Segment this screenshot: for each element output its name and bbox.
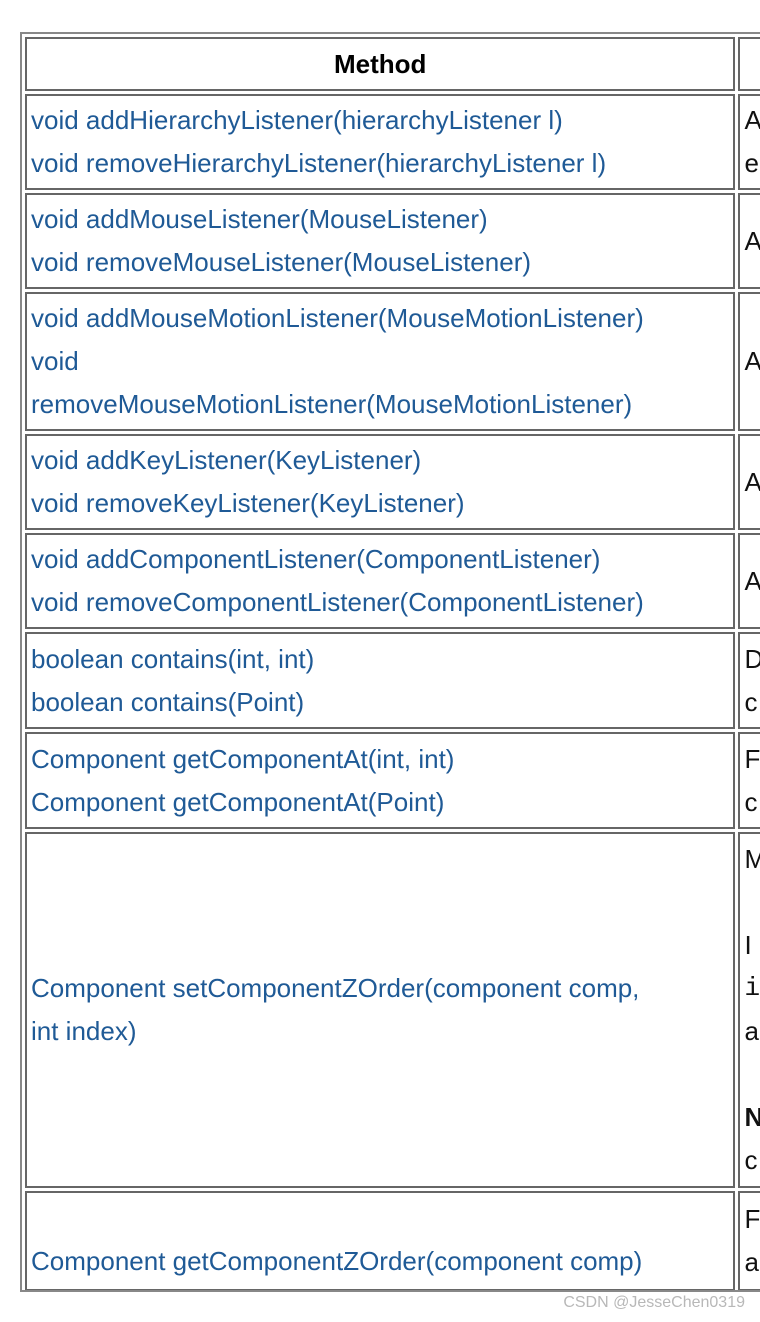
table-row: boolean contains(int, int) boolean conta… bbox=[25, 632, 760, 729]
purpose-text: A bbox=[744, 340, 760, 383]
purpose-cell: F a bbox=[738, 1191, 760, 1290]
method-signature: void addComponentListener(ComponentListe… bbox=[31, 544, 601, 574]
purpose-text: D bbox=[744, 638, 760, 681]
method-signature: void removeMouseListener(MouseListener) bbox=[31, 247, 532, 277]
method-signature: void addMouseMotionListener(MouseMotionL… bbox=[31, 303, 644, 333]
method-signature: removeMouseMotionListener(MouseMotionLis… bbox=[31, 389, 633, 419]
table-row: Component getComponentAt(int, int) Compo… bbox=[25, 732, 760, 829]
purpose-text: A bbox=[744, 99, 760, 142]
table-header-row: Method bbox=[25, 37, 760, 91]
purpose-text: M bbox=[744, 838, 760, 881]
method-signature: Component setComponentZOrder(component c… bbox=[31, 973, 640, 1003]
table-row: void addKeyListener(KeyListener) void re… bbox=[25, 434, 760, 530]
purpose-cell: A e bbox=[738, 94, 760, 190]
purpose-cell: A bbox=[738, 434, 760, 530]
table-row: void addMouseMotionListener(MouseMotionL… bbox=[25, 292, 760, 431]
method-cell-hierarchy-listener: void addHierarchyListener(hierarchyListe… bbox=[25, 94, 736, 190]
purpose-text bbox=[744, 881, 760, 924]
purpose-text: I bbox=[744, 930, 752, 960]
purpose-text: F bbox=[744, 1204, 760, 1234]
purpose-text: A bbox=[744, 461, 760, 504]
method-signature: void removeComponentListener(ComponentLi… bbox=[31, 587, 644, 617]
method-signature: void addHierarchyListener(hierarchyListe… bbox=[31, 105, 563, 135]
purpose-cell: D c bbox=[738, 632, 760, 729]
method-signature: void addMouseListener(MouseListener) bbox=[31, 204, 488, 234]
purpose-text bbox=[744, 1053, 760, 1096]
api-table-frame: Method void addHierarchyListener(hierarc… bbox=[20, 32, 760, 1292]
purpose-cell: A bbox=[738, 533, 760, 629]
purpose-cell: A bbox=[738, 193, 760, 289]
method-signature: Component getComponentAt(Point) bbox=[31, 786, 445, 817]
purpose-text: N bbox=[744, 1096, 760, 1139]
purpose-text: c bbox=[744, 1145, 758, 1175]
method-cell-set-component-zorder: Component setComponentZOrder(component c… bbox=[25, 832, 736, 1188]
purpose-text: i bbox=[744, 973, 760, 1003]
method-signature: void removeKeyListener(KeyListener) bbox=[31, 488, 465, 518]
method-cell-mouse-motion-listener: void addMouseMotionListener(MouseMotionL… bbox=[25, 292, 736, 431]
purpose-cell: M I i a N c bbox=[738, 832, 760, 1188]
method-cell-key-listener: void addKeyListener(KeyListener) void re… bbox=[25, 434, 736, 530]
purpose-text: A bbox=[744, 560, 760, 603]
api-method-table: Method void addHierarchyListener(hierarc… bbox=[22, 34, 760, 1290]
method-signature: Component getComponentZOrder(component c… bbox=[31, 1246, 643, 1276]
table-row: void addHierarchyListener(hierarchyListe… bbox=[25, 94, 760, 190]
method-signature: int index) bbox=[31, 1016, 137, 1046]
method-signature: void bbox=[31, 346, 79, 376]
purpose-text: e bbox=[744, 148, 759, 178]
purpose-text: A bbox=[744, 220, 760, 263]
watermark-text: CSDN @JesseChen0319 bbox=[563, 1294, 745, 1311]
purpose-text: c bbox=[744, 786, 758, 817]
purpose-text: a bbox=[744, 1016, 759, 1046]
method-cell-contains: boolean contains(int, int) boolean conta… bbox=[25, 632, 736, 729]
table-row: Component setComponentZOrder(component c… bbox=[25, 832, 760, 1188]
table-row: void addComponentListener(ComponentListe… bbox=[25, 533, 760, 629]
method-signature: boolean contains(int, int) bbox=[31, 643, 315, 674]
purpose-text: c bbox=[744, 686, 758, 717]
method-signature: void addKeyListener(KeyListener) bbox=[31, 445, 422, 475]
method-cell-get-component-zorder: Component getComponentZOrder(component c… bbox=[25, 1191, 736, 1290]
method-signature: void removeHierarchyListener(hierarchyLi… bbox=[31, 148, 607, 178]
method-cell-component-listener: void addComponentListener(ComponentListe… bbox=[25, 533, 736, 629]
method-signature: boolean contains(Point) bbox=[31, 686, 305, 717]
table-row: void addMouseListener(MouseListener) voi… bbox=[25, 193, 760, 289]
purpose-text: F bbox=[744, 743, 760, 774]
purpose-cell: A bbox=[738, 292, 760, 431]
purpose-text: a bbox=[744, 1247, 759, 1277]
purpose-cell: F c bbox=[738, 732, 760, 829]
method-cell-mouse-listener: void addMouseListener(MouseListener) voi… bbox=[25, 193, 736, 289]
table-row: Component getComponentZOrder(component c… bbox=[25, 1191, 760, 1290]
method-cell-get-component-at: Component getComponentAt(int, int) Compo… bbox=[25, 732, 736, 829]
column-header-method: Method bbox=[25, 37, 736, 91]
method-signature: Component getComponentAt(int, int) bbox=[31, 743, 455, 774]
column-header-purpose bbox=[738, 37, 760, 91]
